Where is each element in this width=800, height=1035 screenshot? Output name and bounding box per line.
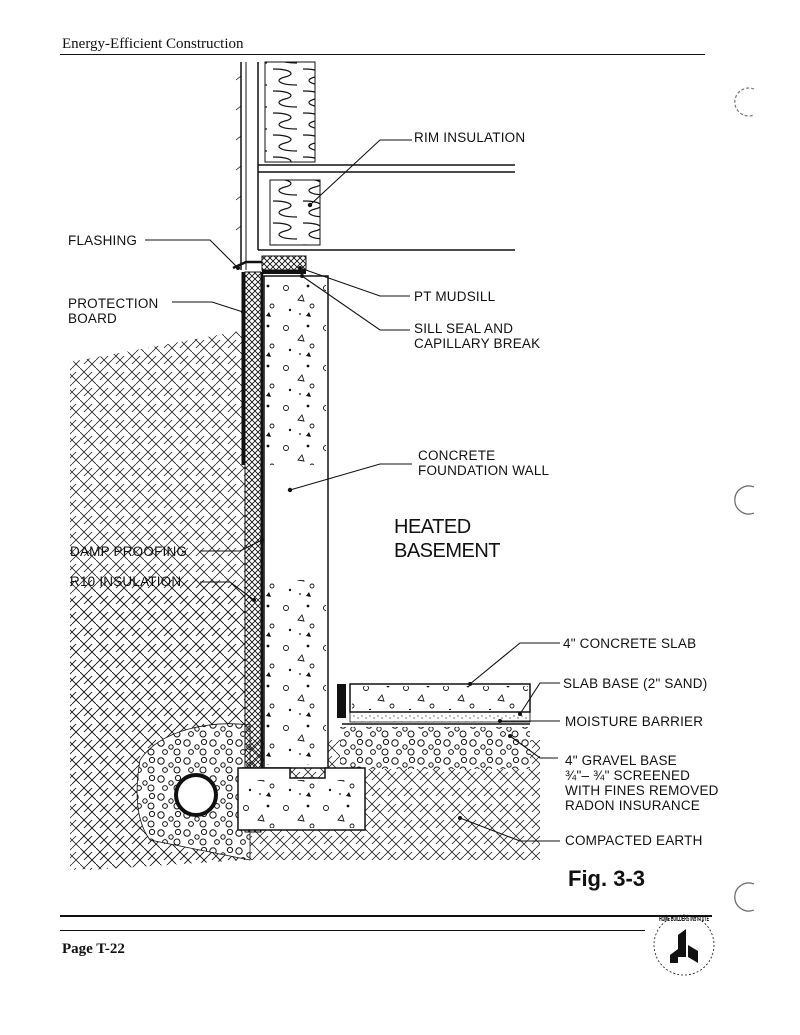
header-rule	[60, 54, 705, 55]
label-gravel-3: WITH FINES REMOVED	[565, 783, 719, 798]
label-moisture-barrier: MOISTURE BARRIER	[565, 714, 704, 729]
flashing	[232, 260, 262, 270]
label-concrete-slab: 4" CONCRETE SLAB	[563, 636, 697, 651]
label-gravel-1: 4" GRAVEL BASE	[565, 753, 677, 768]
label-heated-1: HEATED	[394, 516, 471, 538]
label-rim-insulation: RIM INSULATION	[414, 130, 526, 145]
drain-pipe	[174, 773, 218, 817]
label-damp-proofing: DAMP PROOFING	[70, 544, 188, 559]
binder-hole-icon	[734, 882, 755, 912]
label-flashing: FLASHING	[68, 233, 138, 248]
page-header: Energy-Efficient Construction	[62, 36, 244, 52]
label-slab-base: SLAB BASE (2" SAND)	[563, 676, 708, 691]
home-builders-institute-logo: HOME BUILDERS INSTITUTE	[653, 914, 715, 976]
label-protection-board-2: BOARD	[68, 311, 118, 326]
label-sill-seal-2: CAPILLARY BREAK	[414, 336, 541, 351]
label-heated-2: BASEMENT	[394, 540, 501, 562]
binder-hole-icon	[734, 485, 755, 515]
label-r10-insulation: R10 INSULATION	[70, 574, 182, 589]
wall-insulation	[264, 61, 316, 163]
rim-insulation-batt	[269, 179, 321, 246]
label-protection-board-1: PROTECTION	[68, 296, 159, 311]
sill-seal	[262, 270, 306, 274]
page-number: Page T-22	[62, 941, 125, 957]
label-gravel-4: RADON INSURANCE	[565, 798, 701, 813]
label-gravel-2: ¾"– ¾" SCREENED	[565, 768, 691, 783]
figure-label: Fig. 3-3	[568, 866, 646, 891]
label-foundation-wall-1: CONCRETE	[418, 448, 496, 463]
binder-hole-icon	[734, 87, 755, 117]
label-foundation-wall-2: FOUNDATION WALL	[418, 463, 550, 478]
sand-base	[349, 711, 531, 723]
footer-rule-thin	[60, 930, 645, 931]
r10-insulation	[244, 271, 262, 833]
label-pt-mudsill: PT MUDSILL	[414, 289, 496, 304]
label-compacted-earth: COMPACTED EARTH	[565, 833, 703, 848]
logo-text: HOME BUILDERS INSTITUTE	[659, 916, 709, 923]
slab-edge-insulation	[337, 684, 346, 718]
label-sill-seal-1: SILL SEAL AND	[414, 321, 514, 336]
footer-rule-thick	[60, 915, 712, 917]
